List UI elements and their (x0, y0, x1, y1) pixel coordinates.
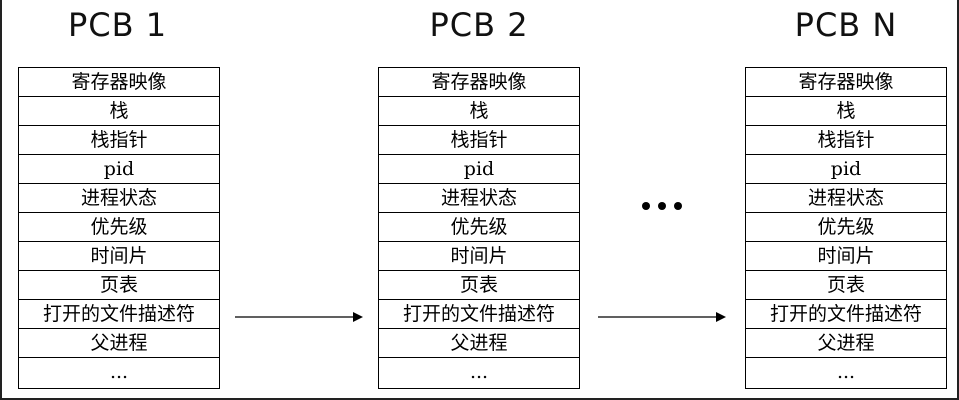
pcb-field: 栈指针 (746, 126, 946, 155)
pcb-field: 优先级 (746, 213, 946, 242)
pcb-field: 时间片 (379, 242, 579, 271)
pcb-field: ... (836, 361, 856, 383)
pcb-field: pid (746, 155, 946, 184)
pcb-field: 进程状态 (379, 184, 579, 213)
pcb-field: pid (19, 155, 219, 184)
pcb-field: 进程状态 (19, 184, 219, 213)
pcb-table: 寄存器映像 栈 栈指针 pid 进程状态 优先级 时间片 页表 打开的文件描述符… (18, 67, 220, 389)
pcb-field: ... (109, 361, 129, 383)
pcb-table: 寄存器映像 栈 栈指针 pid 进程状态 优先级 时间片 页表 打开的文件描述符… (378, 67, 580, 389)
pcb-field: 打开的文件描述符 (379, 300, 579, 329)
pcb-field: 寄存器映像 (19, 68, 219, 97)
pcb-field: pid (379, 155, 579, 184)
ellipsis-icon (642, 202, 682, 210)
pcb-field: 栈 (379, 97, 579, 126)
pcb-field: 优先级 (379, 213, 579, 242)
pcb-field: 打开的文件描述符 (19, 300, 219, 329)
pcb-field: 寄存器映像 (746, 68, 946, 97)
pcb-field: 优先级 (19, 213, 219, 242)
pcb-field: 页表 (746, 271, 946, 300)
pcb-table: 寄存器映像 栈 栈指针 pid 进程状态 优先级 时间片 页表 打开的文件描述符… (745, 67, 947, 389)
pcb-field: 进程状态 (746, 184, 946, 213)
pcb-field: 栈 (746, 97, 946, 126)
pcb-field: 页表 (19, 271, 219, 300)
pcb-title: PCB 1 (68, 6, 168, 44)
pcb-field: 栈指针 (19, 126, 219, 155)
arrow-right-icon (598, 312, 726, 322)
pcb-field: 寄存器映像 (379, 68, 579, 97)
pcb-field: 父进程 (379, 329, 579, 358)
pcb-title: PCB N (794, 6, 898, 44)
pcb-field: 时间片 (19, 242, 219, 271)
pcb-title: PCB 2 (429, 6, 529, 44)
pcb-field: 打开的文件描述符 (746, 300, 946, 329)
pcb-field: 时间片 (746, 242, 946, 271)
pcb-field: ... (469, 361, 489, 383)
pcb-field: 栈 (19, 97, 219, 126)
pcb-field: 页表 (379, 271, 579, 300)
pcb-field: 父进程 (746, 329, 946, 358)
pcb-field: 栈指针 (379, 126, 579, 155)
pcb-field: 父进程 (19, 329, 219, 358)
arrow-right-icon (235, 312, 363, 322)
